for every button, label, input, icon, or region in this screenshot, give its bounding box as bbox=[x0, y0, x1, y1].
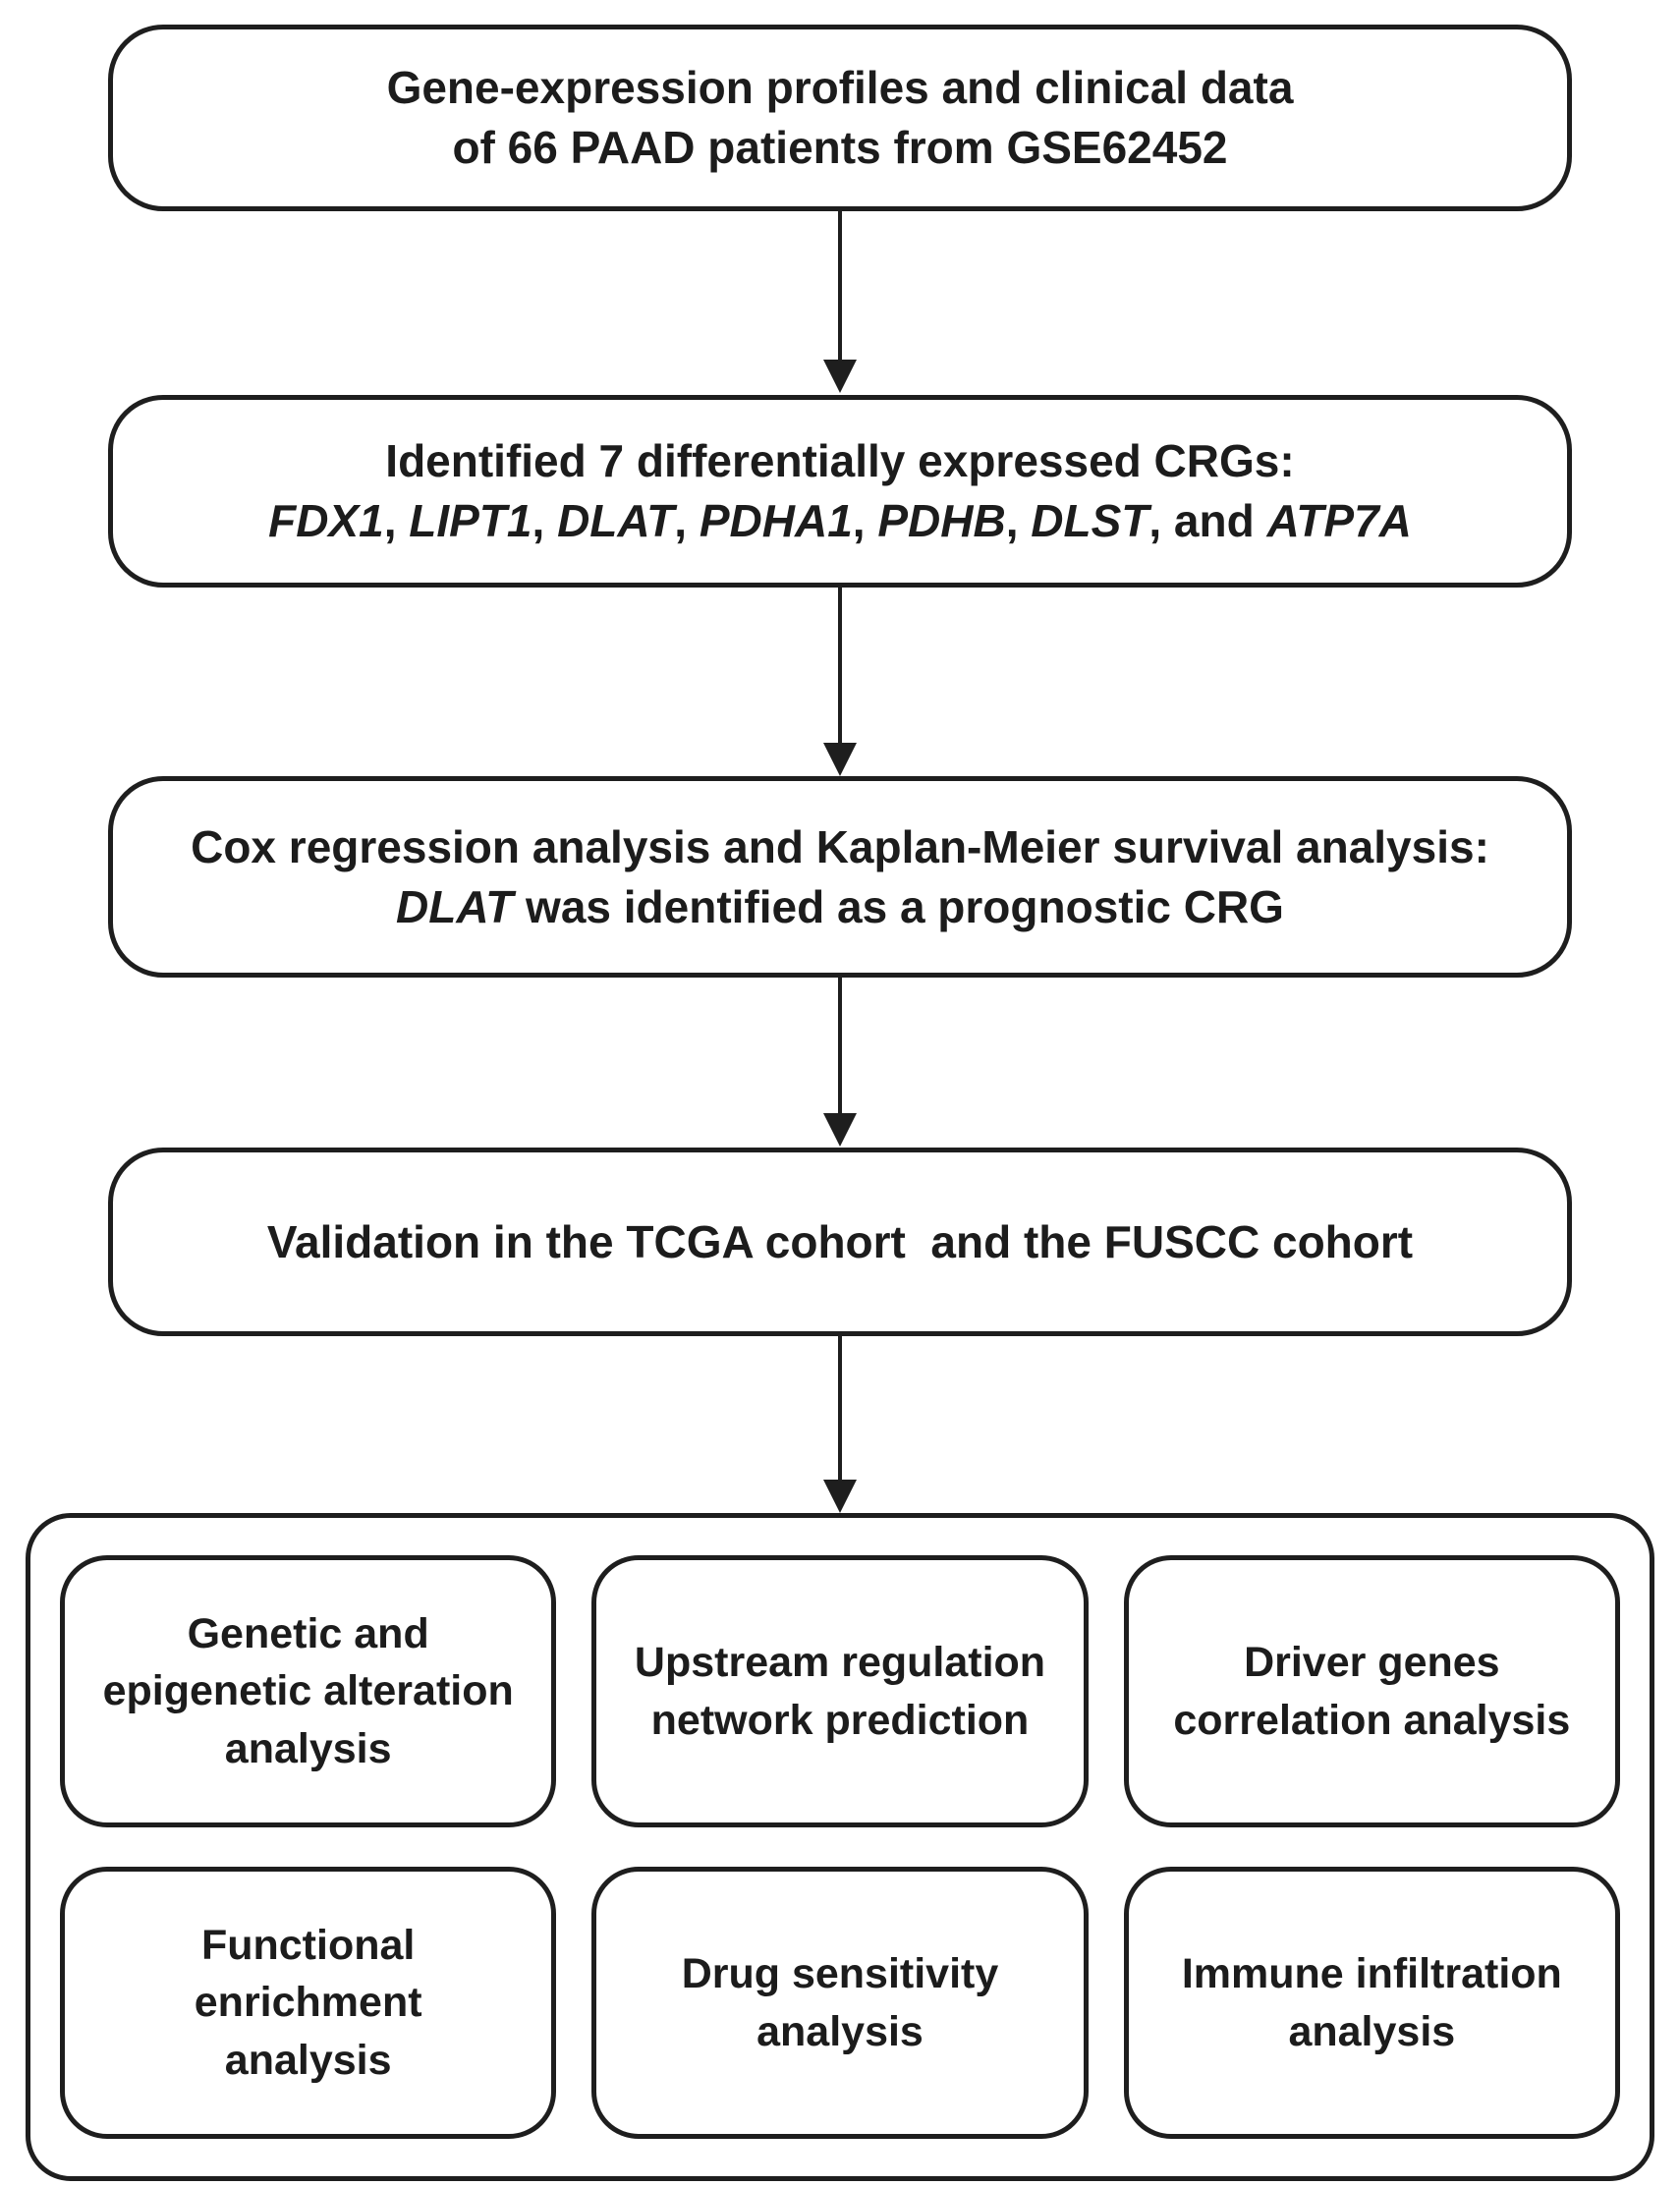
flow-box-validation-cohorts-text: Validation in the TCGA cohort and the FU… bbox=[266, 1215, 1414, 1267]
down-arrow-line bbox=[838, 211, 842, 364]
flow-box-validation-cohorts: Validation in the TCGA cohort and the FU… bbox=[108, 1148, 1572, 1336]
flow-box-cox-km-analysis-text: Cox regression analysis and Kaplan-Meier… bbox=[191, 820, 1489, 932]
flow-box-identified-crgs-text: Identified 7 differentially expressed CR… bbox=[268, 435, 1412, 546]
down-arrow-icon bbox=[823, 743, 857, 776]
flow-box-identified-crgs: Identified 7 differentially expressed CR… bbox=[108, 395, 1572, 588]
down-arrow-line bbox=[838, 588, 842, 745]
down-arrow-line bbox=[838, 1336, 842, 1482]
down-arrow-icon bbox=[823, 360, 857, 393]
flow-box-gene-expression-source: Gene-expression profiles and clinical da… bbox=[108, 25, 1572, 211]
flow-box-cox-km-analysis: Cox regression analysis and Kaplan-Meier… bbox=[108, 776, 1572, 978]
flow-box-gene-expression-source-text: Gene-expression profiles and clinical da… bbox=[386, 62, 1294, 173]
down-arrow-icon bbox=[823, 1113, 857, 1147]
down-arrow-line bbox=[838, 978, 842, 1115]
down-arrow-icon bbox=[823, 1480, 857, 1513]
